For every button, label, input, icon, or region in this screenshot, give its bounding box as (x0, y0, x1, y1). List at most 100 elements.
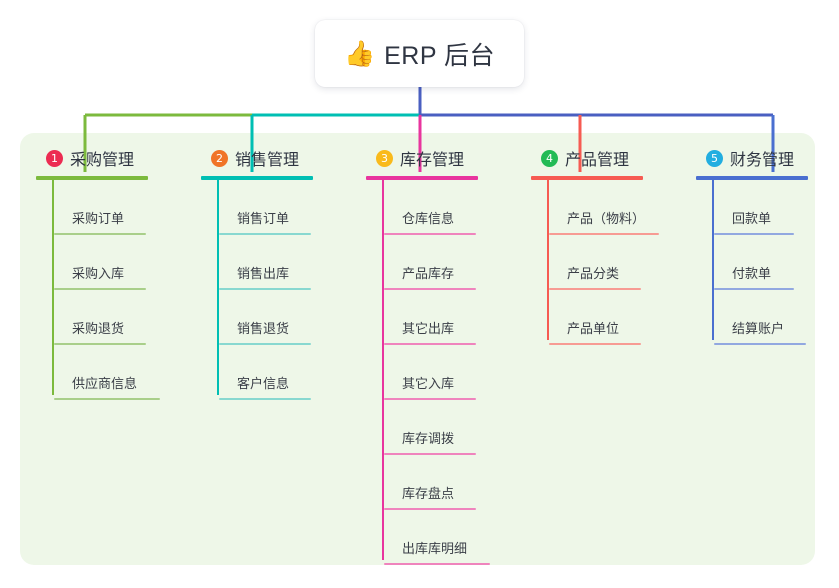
branch-item-label: 付款单 (732, 266, 772, 281)
branch-trunk-1 (52, 180, 54, 395)
branch-header-2[interactable]: 2 销售管理 (201, 145, 313, 171)
branch-trunk-4 (547, 180, 549, 340)
branch-badge-3: 3 (376, 149, 393, 167)
branch-column-1: 1 采购管理采购订单采购入库采购退货供应商信息 (36, 145, 160, 400)
branch-item-label: 库存盘点 (402, 486, 455, 501)
branch-item[interactable]: 销售订单 (219, 180, 313, 235)
branch-badge-1: 1 (46, 149, 63, 167)
branch-item[interactable]: 采购订单 (54, 180, 148, 235)
branch-item-underline (384, 288, 476, 290)
branch-item[interactable]: 产品单位 (549, 290, 643, 345)
branch-item[interactable]: 产品分类 (549, 235, 643, 290)
branch-item-label: 采购订单 (72, 211, 125, 226)
branch-item[interactable]: 库存盘点 (384, 455, 478, 510)
branch-item-underline (219, 398, 311, 400)
branch-item-label: 销售出库 (237, 266, 290, 281)
branch-item-label: 产品单位 (567, 321, 620, 336)
branch-item-underline (384, 343, 476, 345)
branch-item[interactable]: 采购退货 (54, 290, 148, 345)
branch-header-4[interactable]: 4 产品管理 (531, 145, 643, 171)
branch-item-underline (54, 233, 146, 235)
branch-item[interactable]: 付款单 (714, 235, 808, 290)
branch-underline-1 (36, 176, 148, 180)
branch-item-underline (549, 288, 641, 290)
branch-header-5[interactable]: 5 财务管理 (696, 145, 808, 171)
branch-item-list-5: 回款单付款单结算账户 (696, 180, 808, 345)
branch-item-underline (384, 233, 476, 235)
branch-item-label: 库存调拨 (402, 431, 455, 446)
branch-item[interactable]: 销售退货 (219, 290, 313, 345)
branch-trunk-5 (712, 180, 714, 340)
root-node[interactable]: 👍 ERP 后台 (315, 20, 524, 87)
branch-underline-3 (366, 176, 478, 180)
branch-item[interactable]: 结算账户 (714, 290, 808, 345)
branch-underline-5 (696, 176, 808, 180)
branch-item-underline (54, 398, 160, 400)
branch-item-list-2: 销售订单销售出库销售退货客户信息 (201, 180, 313, 400)
branch-badge-5: 5 (706, 149, 723, 167)
root-node-label: ERP 后台 (384, 41, 496, 70)
branch-column-4: 4 产品管理产品（物料） 产品分类产品单位 (531, 145, 659, 345)
branch-header-3[interactable]: 3 库存管理 (366, 145, 478, 171)
branch-column-3: 3 库存管理仓库信息产品库存其它出库其它入库库存调拨库存盘点出库库明细 (366, 145, 490, 565)
branch-item-list-3: 仓库信息产品库存其它出库其它入库库存调拨库存盘点出库库明细 (366, 180, 490, 565)
branch-column-5: 5 财务管理回款单付款单结算账户 (696, 145, 808, 345)
branch-item[interactable]: 产品（物料） (549, 180, 659, 235)
branch-column-2: 2 销售管理销售订单销售出库销售退货客户信息 (201, 145, 313, 400)
branch-item-underline (549, 343, 641, 345)
branch-item-underline (54, 343, 146, 345)
branch-item-underline (714, 343, 806, 345)
branch-item-label: 回款单 (732, 211, 772, 226)
branch-item-label: 供应商信息 (72, 376, 138, 391)
branch-item-label: 产品（物料） (567, 211, 646, 226)
branch-item[interactable]: 出库库明细 (384, 510, 490, 565)
branch-item-underline (714, 288, 794, 290)
branch-badge-4: 4 (541, 149, 558, 167)
branch-item-label: 其它出库 (402, 321, 455, 336)
branch-badge-2: 2 (211, 149, 228, 167)
branch-title-4: 产品管理 (565, 152, 630, 169)
branch-item-underline (714, 233, 794, 235)
branch-title-3: 库存管理 (400, 152, 465, 169)
branch-item-label: 其它入库 (402, 376, 455, 391)
branch-item-underline (54, 288, 146, 290)
branch-title-2: 销售管理 (235, 152, 300, 169)
branch-item[interactable]: 仓库信息 (384, 180, 478, 235)
branch-item-label: 销售订单 (237, 211, 290, 226)
branch-trunk-2 (217, 180, 219, 395)
branch-item-label: 销售退货 (237, 321, 290, 336)
branch-item[interactable]: 其它出库 (384, 290, 478, 345)
branch-title-1: 采购管理 (70, 152, 135, 169)
branch-item[interactable]: 其它入库 (384, 345, 478, 400)
branch-item-list-1: 采购订单采购入库采购退货供应商信息 (36, 180, 160, 400)
branch-underline-2 (201, 176, 313, 180)
branch-item[interactable]: 销售出库 (219, 235, 313, 290)
branch-item-underline (384, 453, 476, 455)
branch-item-list-4: 产品（物料） 产品分类产品单位 (531, 180, 659, 345)
branch-trunk-3 (382, 180, 384, 560)
branch-item[interactable]: 产品库存 (384, 235, 478, 290)
branch-item-underline (384, 508, 476, 510)
branch-item-label: 产品分类 (567, 266, 620, 281)
branch-item[interactable]: 回款单 (714, 180, 808, 235)
diagram-background-panel (20, 133, 815, 565)
branch-item-label: 仓库信息 (402, 211, 455, 226)
branch-item-label: 产品库存 (402, 266, 455, 281)
branch-item[interactable]: 供应商信息 (54, 345, 160, 400)
branch-item-underline (219, 233, 311, 235)
branch-item[interactable]: 采购入库 (54, 235, 148, 290)
thumbs-up-icon: 👍 (343, 39, 376, 68)
branch-item[interactable]: 客户信息 (219, 345, 313, 400)
branch-item-label: 出库库明细 (402, 541, 468, 556)
branch-item-underline (384, 563, 490, 565)
branch-item-label: 结算账户 (732, 321, 785, 336)
branch-item-label: 采购退货 (72, 321, 125, 336)
branch-title-5: 财务管理 (730, 152, 795, 169)
branch-item[interactable]: 库存调拨 (384, 400, 478, 455)
branch-item-label: 采购入库 (72, 266, 125, 281)
branch-item-label: 客户信息 (237, 376, 290, 391)
branch-item-underline (219, 343, 311, 345)
branch-item-underline (549, 233, 659, 235)
branch-header-1[interactable]: 1 采购管理 (36, 145, 148, 171)
